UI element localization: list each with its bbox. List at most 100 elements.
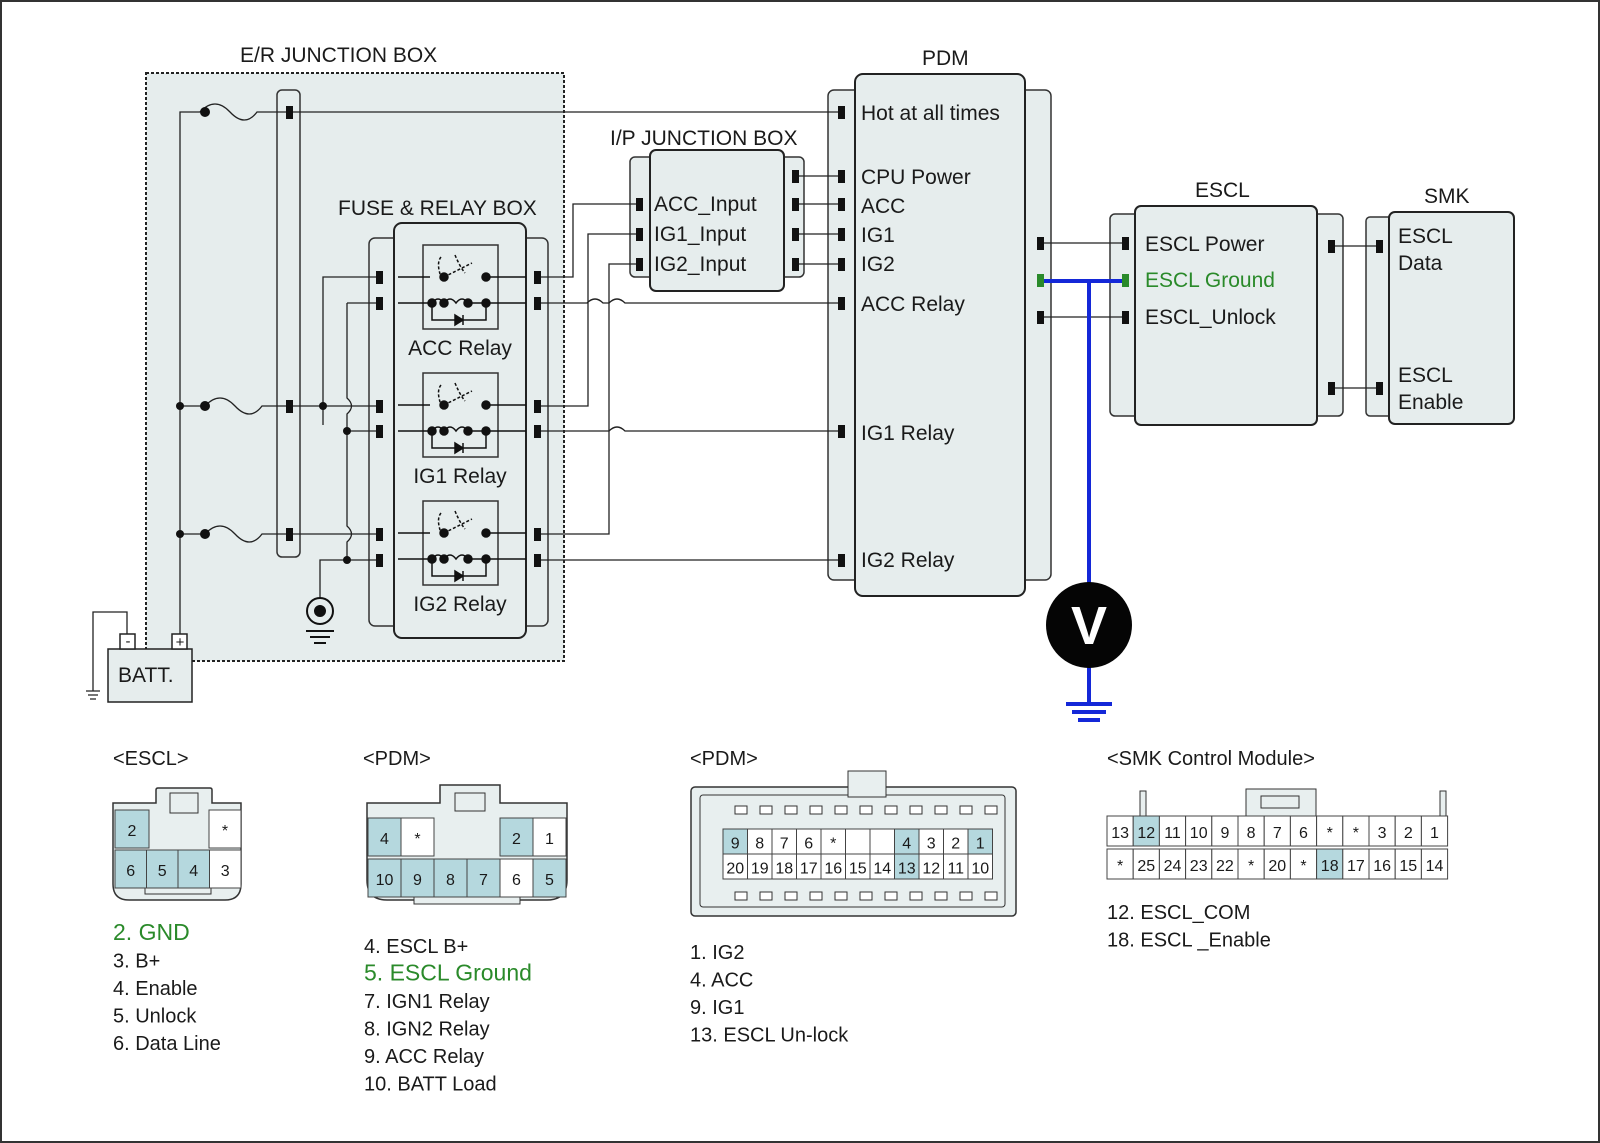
fuse-relay-title: FUSE & RELAY BOX (338, 197, 537, 220)
pdm-small-pin-cell (466, 858, 501, 898)
legend-item: 7. IGN1 Relay (364, 991, 490, 1013)
pdm-small-pin-label: 9 (413, 872, 422, 889)
escl-pin-label: 6 (126, 863, 135, 880)
smk-pin-cell (1132, 848, 1160, 880)
smk-pin-label: 2 (1404, 825, 1413, 842)
pdm-large-pin-label: 20 (726, 861, 744, 878)
fuse-2 (180, 397, 290, 415)
smk-pin-label: 22 (1216, 858, 1234, 875)
escl-pin-label: 4 (189, 863, 198, 880)
smk-pin-label: * (1248, 858, 1254, 875)
pdm-small-pin-label: 2 (512, 831, 521, 848)
pdm-large-pin-label: 10 (971, 861, 989, 878)
smk-title: SMK (1424, 185, 1470, 208)
pdm-pin-acc: ACC (861, 195, 905, 218)
pdm-small-pin-label: 4 (380, 831, 389, 848)
escl-pin-ground: ESCL Ground (1145, 269, 1275, 292)
pdm-large-pin-cell (967, 828, 993, 855)
escl-pin-power: ESCL Power (1145, 233, 1264, 256)
escl-pin-cell (114, 849, 147, 889)
legend-item: 5. ESCL Ground (364, 960, 532, 986)
legend-item: 2. GND (113, 919, 190, 945)
escl-pin-label: * (222, 823, 228, 840)
pdm-large-pin-cell (796, 853, 822, 880)
smk-pin-label: 24 (1164, 858, 1182, 875)
pin-markers (286, 106, 1383, 567)
smk-pin-cell (1158, 848, 1187, 880)
pdm-large-pin-label: 3 (927, 836, 936, 853)
pdm-large-pin-label: 15 (849, 861, 867, 878)
ip-box-title: I/P JUNCTION BOX (610, 127, 797, 150)
smk-data-line2: Data (1398, 252, 1443, 275)
pdm-large-pin-cell (845, 828, 871, 855)
smk-pin-label: 18 (1321, 858, 1339, 875)
pdm-large-pin-label: 6 (804, 836, 813, 853)
pdm-large-pin-label: 9 (731, 836, 740, 853)
pdm-large-pin-label: 2 (951, 836, 960, 853)
pdm-small-pin-cell (499, 858, 534, 898)
legend-item: 3. B+ (113, 951, 160, 973)
pdm-large-pin-label: 13 (898, 861, 916, 878)
pdm-small-pin-cell (532, 858, 567, 898)
battery-plus: + (176, 634, 185, 651)
relay-switch-icon (398, 510, 526, 583)
pdm-large-pin-cell (869, 828, 895, 855)
pdm-large-pin-label: 17 (800, 861, 818, 878)
svg-text:V: V (1071, 596, 1107, 656)
smk-pin-cell (1316, 815, 1344, 847)
escl-pin-cell (209, 849, 242, 889)
smk-enable-line1: ESCL (1398, 364, 1453, 387)
pdm-small-pin-cell (433, 858, 468, 898)
smk-pin-label: 12 (1137, 825, 1155, 842)
pdm-large-pin-cell (967, 853, 993, 880)
legend-item: 8. IGN2 Relay (364, 1019, 490, 1041)
junction-dots (176, 107, 351, 564)
pdm-small-pin-label: 5 (545, 872, 554, 889)
smk-pin-cell (1106, 848, 1134, 880)
legend-item: 9. ACC Relay (364, 1046, 484, 1068)
smk-pin-cell (1211, 815, 1239, 847)
pdm-small-pin-cell (532, 817, 567, 857)
smk-pin-cell (1368, 848, 1396, 880)
pdm-large-pin-cell (918, 853, 944, 880)
smk-pin-label: 23 (1190, 858, 1208, 875)
legend-item: 4. Enable (113, 978, 198, 1000)
pdm-large-pin-label: 14 (873, 861, 891, 878)
smk-pin-label: 7 (1273, 825, 1282, 842)
ig1-relay-label: IG1 Relay (413, 465, 507, 488)
smk-pin-cell (1158, 815, 1187, 847)
smk-pin-label: 10 (1190, 825, 1208, 842)
ip-pin-ig2-input: IG2_Input (654, 253, 746, 276)
escl-pin-label: 2 (128, 823, 137, 840)
pdm-large-title: <PDM> (690, 748, 758, 770)
smk-pin-label: 1 (1430, 825, 1439, 842)
escl-pin-label: 3 (221, 863, 230, 880)
voltmeter-icon: V (1046, 582, 1132, 668)
relay-internals (398, 254, 526, 583)
er-box-title: E/R JUNCTION BOX (240, 44, 437, 67)
pdm-small-pin-cell (367, 817, 402, 857)
pdm-title: PDM (922, 47, 969, 70)
smk-pin-label: 15 (1399, 858, 1417, 875)
ig2-relay-label: IG2 Relay (413, 593, 507, 616)
pdm-large-pin-cell (722, 853, 748, 880)
escl-pin-cell (146, 849, 179, 889)
smk-pin-label: 9 (1220, 825, 1229, 842)
relay-switch-icon (398, 254, 526, 327)
pdm-large-pin-label: 7 (780, 836, 789, 853)
legend-item: 12. ESCL_COM (1107, 902, 1250, 924)
smk-pin-cell (1185, 848, 1213, 880)
pdm-pin-acc-relay: ACC Relay (861, 293, 965, 316)
escl-pin-label: 5 (158, 863, 167, 880)
smk-pin-cell (1420, 848, 1449, 880)
smk-module: SMK ESCL Data ESCL Enable (1365, 185, 1515, 425)
pdm-small-pin-label: 8 (446, 872, 455, 889)
pdm-large-pin-label: 18 (775, 861, 793, 878)
ip-pin-ig1-input: IG1_Input (654, 223, 746, 246)
legend-item: 10. BATT Load (364, 1074, 497, 1096)
smk-pin-label: * (1327, 825, 1333, 842)
